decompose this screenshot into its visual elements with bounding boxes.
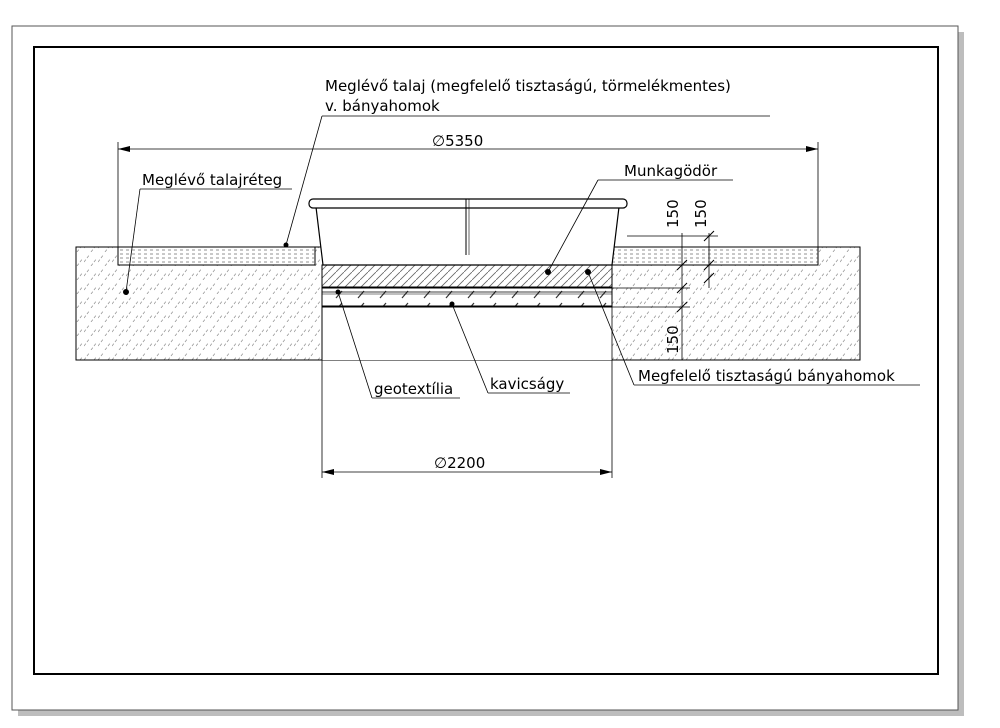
leader-work-pit (547, 179, 599, 273)
leader-existing-soil (285, 115, 323, 246)
existing-soil-layer-label: Meglévő talajréteg (142, 171, 282, 189)
leader-gravel-dot (449, 301, 455, 307)
existing-soil-label-line1: Meglévő talaj (megfelelő tisztaságú, tör… (325, 77, 731, 95)
work-pit-label: Munkagödör (624, 162, 718, 180)
inner-diameter-label: ∅2200 (434, 454, 485, 472)
depth-label-2: 150 (692, 199, 710, 228)
leader-sand-dot (585, 269, 591, 275)
gravel-bed (321, 287, 613, 307)
leader-gravel (451, 303, 489, 394)
inner-dim-arrow-right (600, 469, 612, 475)
sand-layer (321, 264, 613, 288)
outer-dim-arrow-right (806, 146, 818, 152)
depth-tick-2 (703, 230, 715, 284)
leader-existing-soil-dot (283, 242, 289, 248)
leader-geotextile-dot (335, 289, 341, 295)
page (11, 25, 959, 711)
frame-border (33, 46, 939, 675)
depth-tick-1 (676, 259, 688, 313)
outer-diameter-label: ∅5350 (432, 132, 483, 150)
existing-soil-label-line2: v. bányahomok (325, 97, 440, 115)
leader-sand (587, 271, 635, 386)
leader-work-pit-dot (545, 269, 551, 275)
top-soil-strip-left-fill (118, 249, 315, 263)
depth-label-3: 150 (664, 325, 682, 354)
top-soil-strip-right-fill (612, 249, 818, 263)
depth-label-1: 150 (664, 199, 682, 228)
tank-rim (308, 198, 628, 209)
leader-soil-layer (125, 188, 141, 293)
tank-body (315, 206, 620, 266)
leader-geotextile (337, 291, 373, 399)
outer-dim-arrow-left (118, 146, 130, 152)
sand-label: Megfelelő tisztaságú bányahomok (638, 367, 895, 385)
gravel-bed-label: kavicságy (490, 375, 564, 393)
geotextile-label: geotextília (374, 380, 453, 398)
inner-dim-arrow-left (322, 469, 334, 475)
leader-soil-layer-dot (123, 289, 129, 295)
